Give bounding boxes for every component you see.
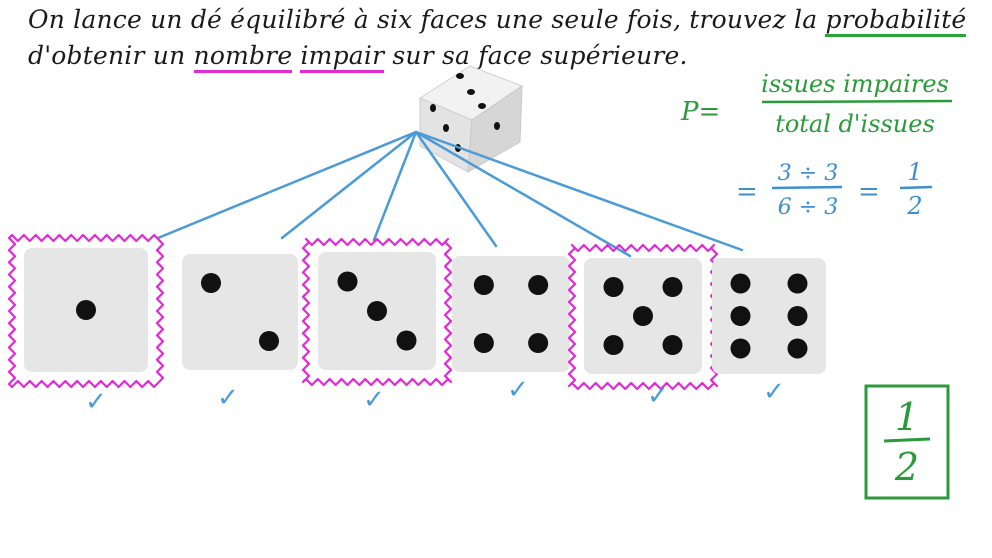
answer-numerator: 1 [895, 395, 919, 439]
die-face-1: ✓ [7, 233, 165, 417]
formula-p-label: P= [680, 97, 720, 127]
formula-numerator: issues impaires [761, 70, 949, 98]
odd-highlight-3 [301, 237, 453, 387]
die-pip [201, 273, 221, 293]
die-pip [662, 277, 683, 297]
branch-lines [156, 130, 744, 258]
formula-result-bar [899, 185, 933, 190]
branch-line-2 [280, 130, 418, 240]
die-pip [528, 333, 549, 353]
question-text-part: On lance un dé équilibré à six faces une… [28, 5, 826, 34]
die-face-4-square [452, 256, 570, 372]
die-pip [259, 331, 279, 351]
die-face-6: ✓ [712, 258, 826, 407]
word-impair: impair [300, 41, 385, 73]
die-pip [787, 273, 808, 294]
check-icon: ✓ [763, 377, 785, 407]
check-icon: ✓ [647, 381, 669, 411]
formula-fraction-bar [761, 99, 953, 104]
formula-result-denominator: 2 [906, 192, 922, 220]
odd-highlight-1 [7, 233, 165, 389]
die-pip [787, 306, 808, 326]
formula-frac-denominator: 6 ÷ 3 [778, 195, 838, 220]
die-face-5: ✓ [567, 243, 719, 411]
branch-line-5 [414, 130, 632, 258]
die-pip [396, 330, 417, 351]
question-line-1: On lance un dé équilibré à six faces une… [28, 2, 988, 38]
die-pip [730, 273, 751, 294]
die-face-2-square [182, 254, 298, 370]
check-icon: ✓ [507, 375, 529, 405]
check-icon: ✓ [217, 383, 239, 413]
die-pip [603, 277, 624, 297]
die-face-6-square [712, 258, 826, 374]
die-face-3: ✓ [301, 237, 453, 415]
check-icon: ✓ [85, 387, 107, 417]
question-text-part: sur sa face supérieure. [384, 41, 688, 70]
die-3d-icon [418, 65, 524, 173]
question-text-part: d'obtenir un [28, 41, 194, 70]
die-pip [730, 338, 751, 359]
formula-equals-2: = [858, 177, 880, 207]
formula-frac-bar [771, 185, 843, 190]
branch-line-1 [156, 130, 418, 240]
word-probabilite: probabilité [825, 5, 967, 37]
branch-line-4 [414, 130, 498, 248]
die-pip [473, 275, 494, 295]
branch-line-6 [414, 130, 744, 252]
die-face-4: ✓ [452, 256, 570, 405]
word-nombre: nombre [193, 41, 293, 73]
formula-denominator: total d'issues [775, 110, 935, 138]
question-line-2: d'obtenir un nombre impair sur sa face s… [28, 38, 988, 74]
question-text: On lance un dé équilibré à six faces une… [28, 2, 988, 74]
odd-highlight-5 [567, 243, 719, 391]
formula-equals-1: = [736, 177, 758, 207]
answer-fraction-bar [883, 437, 931, 443]
die-pip [603, 335, 624, 355]
die-faces-row: ✓ ✓ ✓ ✓ ✓ ✓ [7, 233, 826, 417]
die-pip [730, 306, 751, 326]
answer-box [864, 384, 950, 500]
die-pip [528, 275, 549, 295]
die-pip [662, 335, 683, 355]
die-pip [633, 306, 653, 326]
die-pip [76, 300, 96, 320]
die-pip [337, 271, 358, 292]
branch-line-3 [372, 130, 418, 242]
formula-result-numerator: 1 [907, 158, 922, 186]
die-pip [473, 333, 494, 353]
die-pip [787, 338, 808, 359]
answer-denominator: 2 [894, 445, 919, 489]
die-pip [367, 301, 387, 321]
check-icon: ✓ [363, 385, 385, 415]
die-face-2: ✓ [182, 254, 298, 413]
formula-frac-numerator: 3 ÷ 3 [778, 161, 838, 186]
